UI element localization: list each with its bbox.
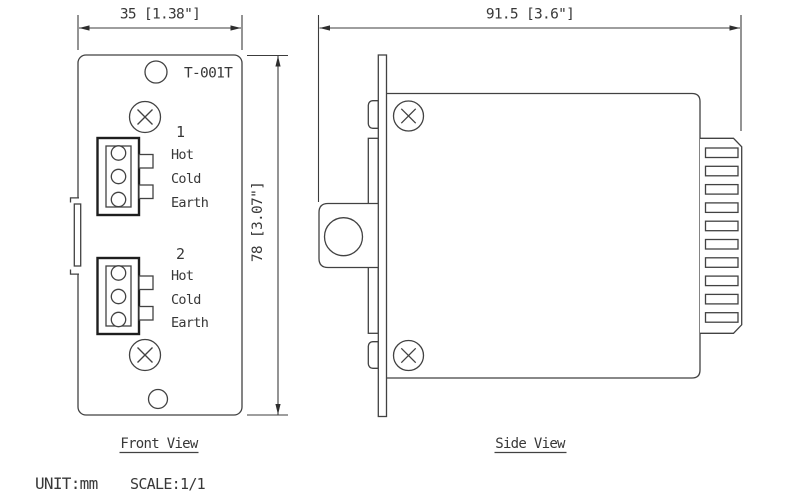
screw-top-icon (392, 100, 425, 132)
terminal-side-tab (138, 275, 154, 291)
mounting-hole-bottom (147, 388, 169, 410)
arrowhead-right-icon (729, 25, 740, 31)
side-width-dimension-text: 91.5 [3.6"] (486, 7, 574, 23)
terminal-pin-hole (110, 311, 127, 328)
front-height-dimension-text: 78 [3.07"] (250, 182, 266, 262)
arrowhead-down-icon (275, 404, 281, 415)
terminal-number: 2 (176, 245, 184, 263)
screw-head-profile-top (367, 100, 379, 129)
connector-fin (704, 147, 739, 159)
terminal-block-2: 2 Hot Cold Earth (96, 245, 209, 336)
front-view: 35 [1.38"] 78 [3.07"] T-001T (69, 7, 288, 454)
mounting-hole-top (144, 60, 168, 84)
arrowhead-up-icon (275, 56, 281, 67)
screw-top-icon (128, 100, 162, 134)
screw-cross-line (400, 347, 417, 364)
front-width-dimension: 35 [1.38"] (77, 7, 243, 50)
faceplate-left-notch (69, 197, 82, 275)
terminal-side-tab (138, 153, 154, 169)
pin-label-earth: Earth (171, 195, 208, 211)
terminal-pin-hole (110, 191, 127, 208)
connector-fin (704, 275, 739, 287)
front-width-dimension-text: 35 [1.38"] (120, 7, 200, 23)
pin-label-cold: Cold (171, 292, 201, 308)
side-width-dimension: 91.5 [3.6"] (317, 7, 742, 202)
screw-cross-line (400, 108, 417, 124)
terminal-pin-hole (110, 265, 127, 281)
scale-label: SCALE:1/1 (130, 475, 206, 493)
mounting-plate (377, 54, 388, 418)
terminal-pin-hole (110, 168, 127, 185)
side-view: 91.5 [3.6"] (317, 7, 743, 454)
body-outline (386, 92, 701, 379)
screw-cross-line (137, 347, 153, 363)
terminal-pin-hole (110, 288, 127, 305)
terminal-side-tab (138, 305, 154, 321)
model-label: T-001T (184, 66, 233, 82)
connector-fin (704, 202, 739, 214)
arrowhead-right-icon (230, 25, 241, 31)
title-block: UNIT:mm SCALE:1/1 (35, 474, 206, 493)
screw-bottom-icon (392, 339, 425, 372)
terminal-block-1: 1 Hot Cold Earth (96, 123, 209, 217)
arrowhead-left-icon (319, 25, 330, 31)
arrowhead-left-icon (79, 25, 90, 31)
terminal-profile-bottom (367, 257, 379, 334)
notch-step-bottom (69, 269, 79, 275)
screw-cross-line (137, 109, 153, 125)
terminal-pin-hole (110, 145, 127, 161)
notch-tab (73, 203, 82, 267)
side-view-caption: Side View (495, 436, 566, 452)
notch-step-top (69, 197, 79, 203)
rear-connector (700, 137, 743, 334)
connector-fin (704, 165, 739, 177)
pin-label-cold: Cold (171, 171, 201, 187)
connector-fin (704, 257, 739, 268)
screw-bottom-icon (128, 338, 162, 372)
front-view-caption: Front View (120, 436, 199, 452)
pin-label-earth: Earth (171, 315, 208, 331)
cable-entry-hole (323, 217, 364, 257)
connector-fin (704, 238, 739, 250)
connector-fin (704, 293, 739, 305)
connector-fin (704, 220, 739, 232)
faceplate-outline (77, 54, 243, 416)
screw-head-profile-bottom (367, 341, 379, 369)
terminal-number: 1 (176, 123, 185, 141)
pin-label-hot: Hot (171, 268, 193, 284)
pin-label-hot: Hot (171, 147, 193, 163)
connector-fin (704, 312, 739, 323)
unit-label: UNIT:mm (35, 474, 98, 493)
connector-fin (704, 183, 739, 195)
terminal-profile-top (367, 137, 379, 214)
terminal-side-tab (138, 184, 154, 200)
front-height-dimension: 78 [3.07"] (247, 54, 288, 416)
